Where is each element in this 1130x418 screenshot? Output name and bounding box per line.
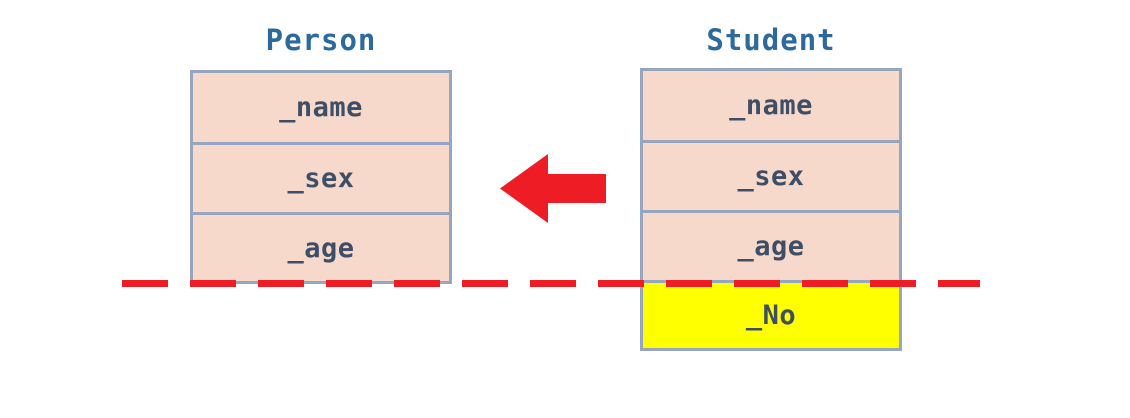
attribute-row: _sex (193, 145, 449, 215)
inheritance-arrow (500, 154, 606, 223)
attribute-row: _sex (643, 143, 899, 213)
class-title-person: Person (265, 23, 377, 57)
attribute-row-highlighted: _No (643, 283, 899, 348)
attribute-row: _age (643, 213, 899, 283)
attribute-row: _age (193, 215, 449, 281)
class-title-student: Student (706, 23, 836, 57)
attribute-row: _name (193, 73, 449, 145)
attribute-row: _name (643, 71, 899, 143)
inherited-members-divider (122, 280, 980, 287)
class-box-student: _name _sex _age _No (640, 68, 902, 351)
class-box-person: _name _sex _age (190, 70, 452, 284)
